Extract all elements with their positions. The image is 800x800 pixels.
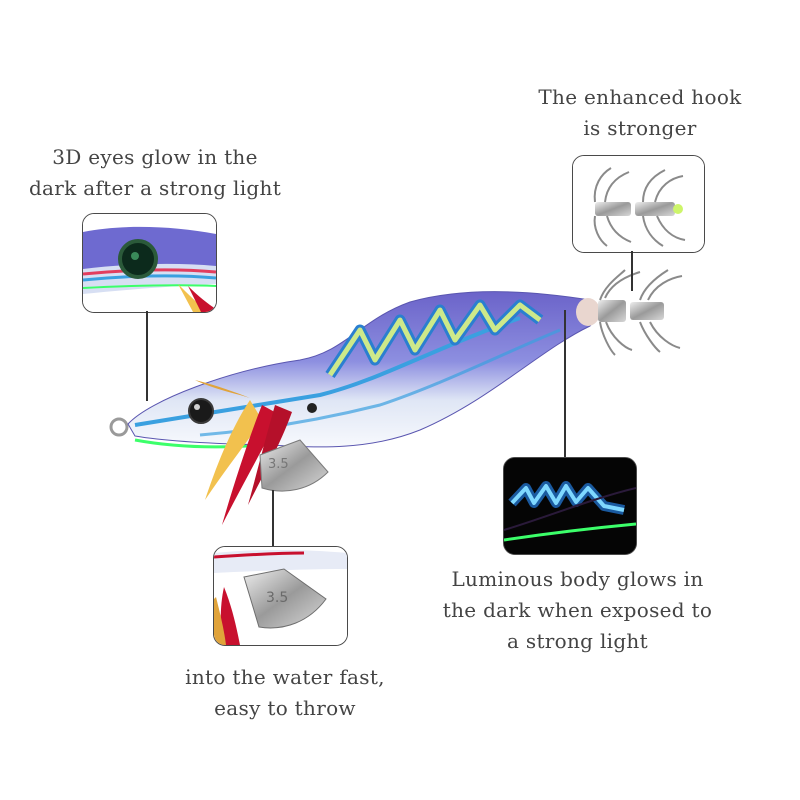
eyes-caption: 3D eyes glow in the dark after a strong … xyxy=(20,142,290,204)
lure-small-eye xyxy=(307,403,317,413)
eye-highlight xyxy=(194,404,200,410)
hook-caption-line1: The enhanced hook xyxy=(538,85,742,109)
glow-detail-inset xyxy=(503,457,637,555)
weight-detail-inset: 3.5 xyxy=(213,546,348,646)
weight-caption-line1: into the water fast, xyxy=(185,665,385,689)
weight-leader-line xyxy=(272,490,274,546)
inset-weight-text: 3.5 xyxy=(266,590,288,606)
lead-sinker xyxy=(259,439,329,492)
body-caption-line2: the dark when exposed to xyxy=(442,598,713,622)
eyes-caption-line1: 3D eyes glow in the xyxy=(52,145,258,169)
line-tie-ring xyxy=(109,417,129,437)
hook-leader-line xyxy=(631,251,633,291)
body-caption-line1: Luminous body glows in xyxy=(451,567,704,591)
lure-eye xyxy=(188,398,214,424)
weight-caption-line2: easy to throw xyxy=(214,696,356,720)
sinker-weight-text: 3.5 xyxy=(268,457,289,472)
body-caption-line3: a strong light xyxy=(507,629,648,653)
hook-detail-inset xyxy=(572,155,705,253)
eye-detail-inset xyxy=(82,213,217,313)
hook-caption-line2: is stronger xyxy=(583,116,697,140)
glow-zigzag-core xyxy=(327,302,542,377)
weight-caption: into the water fast, easy to throw xyxy=(150,662,420,724)
lure-tail-cap xyxy=(576,298,600,326)
glow-leader-line xyxy=(564,310,566,457)
eyes-caption-line2: dark after a strong light xyxy=(28,176,282,200)
body-caption: Luminous body glows in the dark when exp… xyxy=(430,564,725,657)
squid-hooks xyxy=(598,269,683,356)
hook-caption: The enhanced hook is stronger xyxy=(510,82,770,144)
eye-leader-line xyxy=(146,311,148,401)
